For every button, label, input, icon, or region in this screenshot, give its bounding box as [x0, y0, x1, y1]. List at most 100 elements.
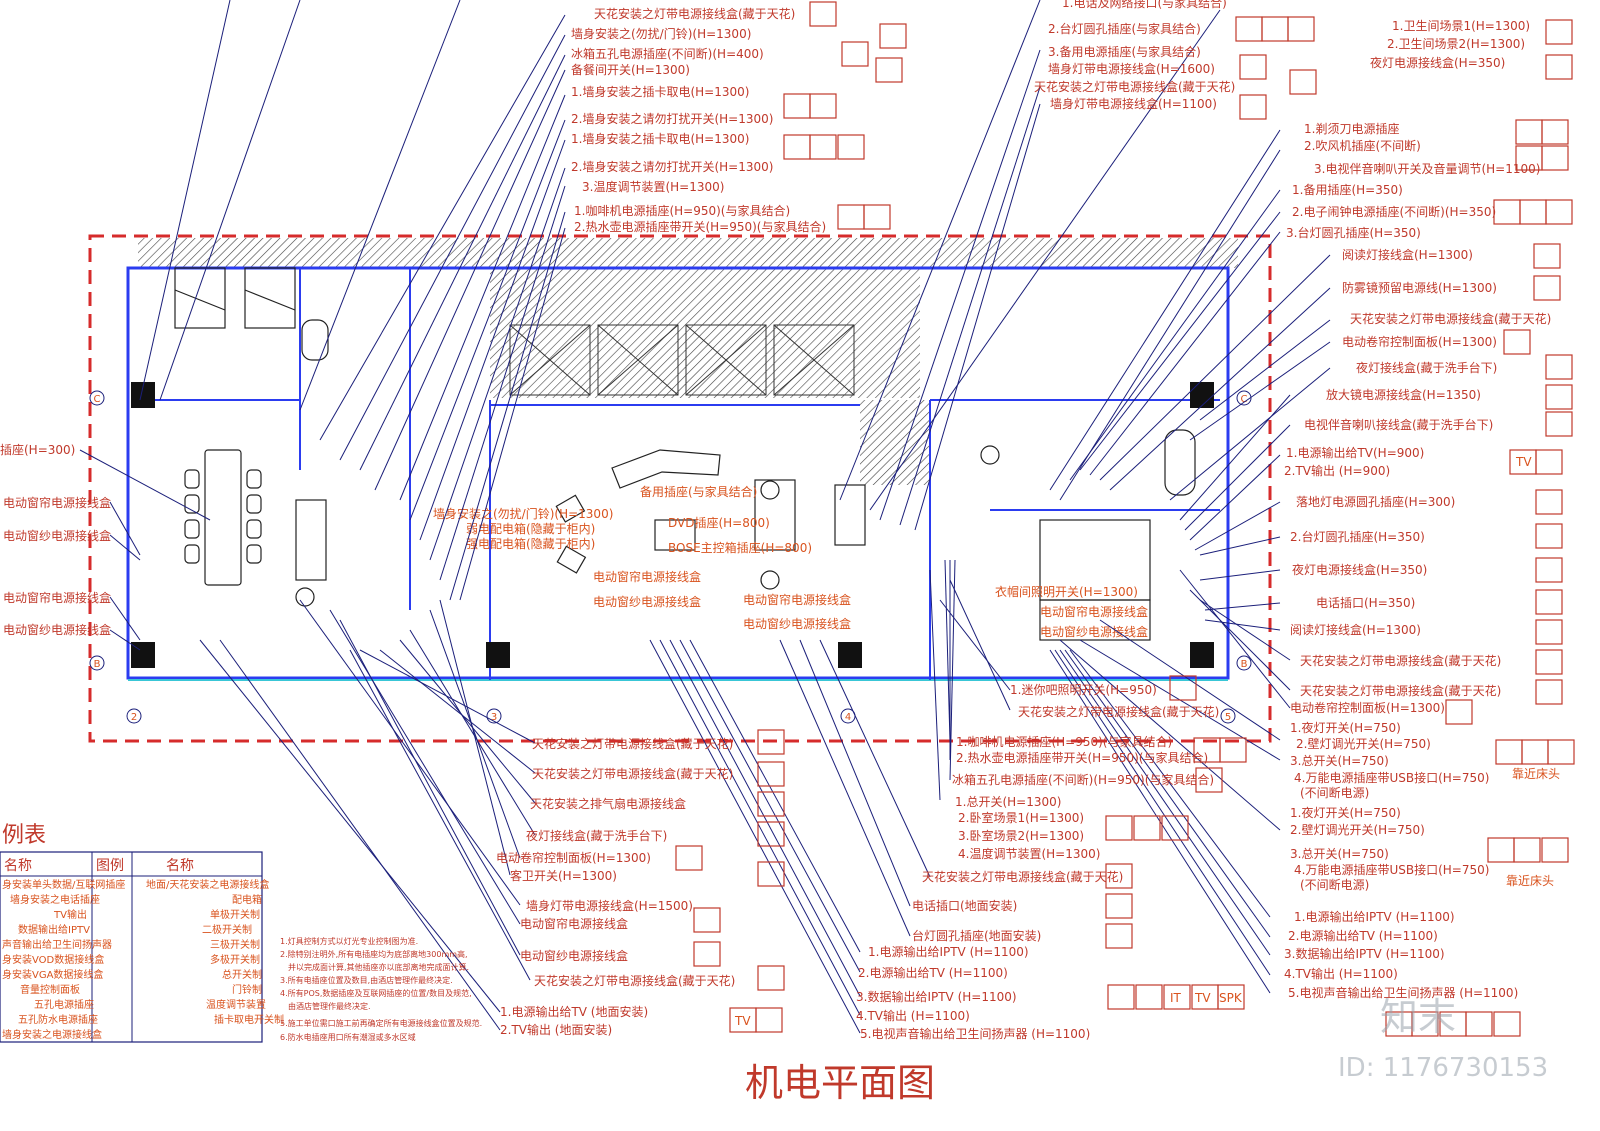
svg-text:夜灯电源接线盒(H=350): 夜灯电源接线盒(H=350) [1370, 55, 1505, 70]
plan-label: 备用插座(与家具结合) [640, 484, 757, 499]
svg-text:由酒店管理作最终决定.: 由酒店管理作最终决定. [288, 1001, 371, 1011]
label: 2.墙身安装之请勿打扰开关(H=1300) [571, 159, 773, 174]
svg-text:五孔电源插座: 五孔电源插座 [34, 998, 94, 1011]
svg-text:数据输出给IPTV: 数据输出给IPTV [18, 923, 90, 936]
svg-text:3.总开关(H=750): 3.总开关(H=750) [1290, 847, 1389, 861]
svg-text:电动卷帘控制面板(H=1300): 电动卷帘控制面板(H=1300) [496, 850, 651, 865]
svg-text:台灯圆孔插座(地面安装): 台灯圆孔插座(地面安装) [912, 928, 1041, 943]
svg-text:并以完成面计算,其他插座亦以底部离地完成面计算.: 并以完成面计算,其他插座亦以底部离地完成面计算. [288, 962, 469, 972]
svg-text:墙身安装之电话插座: 墙身安装之电话插座 [10, 893, 100, 906]
svg-text:名称: 名称 [4, 858, 32, 874]
legend-notes: 1.灯具控制方式以灯光专业控制图为准. 2.除特别注明外,所有电插座均为底部离地… [280, 936, 482, 1042]
svg-text:2.壁灯调光开关(H=750): 2.壁灯调光开关(H=750) [1296, 736, 1431, 751]
svg-text:天花安装之灯带电源接线盒(藏于天花): 天花安装之灯带电源接线盒(藏于天花) [1018, 704, 1219, 719]
svg-text:防雾镜预留电源线(H=1300): 防雾镜预留电源线(H=1300) [1342, 280, 1497, 295]
svg-text:靠近床头: 靠近床头 [1512, 767, 1560, 781]
svg-text:5: 5 [1225, 712, 1231, 723]
svg-text:电动窗帘电源接线盒: 电动窗帘电源接线盒 [3, 590, 111, 605]
shafts [509, 324, 855, 396]
svg-text:4.所有POS,数据插座及互联网插座的位置/数目及规范,: 4.所有POS,数据插座及互联网插座的位置/数目及规范, [280, 988, 472, 998]
svg-text:插座(H=300): 插座(H=300) [0, 442, 75, 457]
grid-markers [89, 390, 1252, 724]
svg-text:2.TV输出 (H=900): 2.TV输出 (H=900) [1284, 463, 1390, 478]
svg-text:身安装VOD数据接线盒: 身安装VOD数据接线盒 [2, 953, 104, 966]
label: 备餐间开关(H=1300) [571, 62, 690, 77]
svg-text:4: 4 [845, 712, 851, 723]
svg-text:夜灯接线盒(藏于洗手台下): 夜灯接线盒(藏于洗手台下) [1356, 360, 1497, 375]
plan-label: 电动窗帘电源接线盒 [1040, 604, 1148, 619]
svg-text:3.所有电插座位置及数目,由酒店管理作最终决定.: 3.所有电插座位置及数目,由酒店管理作最终决定. [280, 975, 453, 985]
plan-label: 强电配电箱(隐藏于柜内) [466, 536, 595, 551]
label: 1.墙身安装之插卡取电(H=1300) [571, 84, 749, 99]
legend: 例表 名称 图例 名称 身安装单头数据/互联网插座 墙身安装之电话插座 TV输出… [0, 823, 482, 1043]
svg-text:3.数据输出给IPTV (H=1100): 3.数据输出给IPTV (H=1100) [1284, 946, 1445, 961]
svg-text:2.电源输出给TV (H=1100): 2.电源输出给TV (H=1100) [858, 965, 1008, 980]
svg-text:3.数据输出给IPTV (H=1100): 3.数据输出给IPTV (H=1100) [856, 989, 1017, 1004]
svg-text:夜灯电源接线盒(H=350): 夜灯电源接线盒(H=350) [1292, 562, 1427, 577]
svg-text:放大镜电源接线盒(H=1350): 放大镜电源接线盒(H=1350) [1326, 387, 1481, 402]
label: 墙身安装之(勿扰/门铃)(H=1300) [571, 26, 751, 41]
svg-text:声音输出给卫生间扬声器: 声音输出给卫生间扬声器 [2, 938, 112, 951]
svg-text:天花安装之灯带电源接线盒(藏于天花): 天花安装之灯带电源接线盒(藏于天花) [532, 736, 733, 751]
svg-text:温度调节装置: 温度调节装置 [206, 998, 266, 1011]
svg-text:4.万能电源插座带USB接口(H=750): 4.万能电源插座带USB接口(H=750) [1294, 770, 1489, 785]
svg-text:4.万能电源插座带USB接口(H=750): 4.万能电源插座带USB接口(H=750) [1294, 862, 1489, 877]
label: 墙身灯带电源接线盒(H=1100) [1050, 96, 1217, 111]
corridor-hatch [138, 238, 1238, 268]
svg-text:TV: TV [734, 1014, 751, 1028]
plan-label: 墙身安装之(勿扰/门铃)(H=1300) [433, 506, 613, 521]
svg-text:电动窗帘电源接线盒: 电动窗帘电源接线盒 [520, 916, 628, 931]
bottom-center-labels: 天花安装之灯带电源接线盒(藏于天花) 天花安装之灯带电源接线盒(藏于天花) 天花… [496, 729, 785, 1037]
svg-text:阅读灯接线盒(H=1300): 阅读灯接线盒(H=1300) [1342, 247, 1473, 262]
svg-text:插卡取电开关制: 插卡取电开关制 [214, 1013, 284, 1026]
drawing-title: 机电平面图 [745, 1061, 935, 1105]
svg-text:3.卧室场景2(H=1300): 3.卧室场景2(H=1300) [958, 828, 1084, 843]
svg-text:身安装单头数据/互联网插座: 身安装单头数据/互联网插座 [2, 878, 125, 891]
plan-label: 弱电配电箱(隐藏于柜内) [466, 521, 595, 536]
svg-text:总开关制: 总开关制 [222, 968, 262, 981]
svg-text:2.电子闹钟电源插座(不间断)(H=350): 2.电子闹钟电源插座(不间断)(H=350) [1292, 204, 1496, 219]
plan-label: 电动窗帘电源接线盒 [743, 592, 851, 607]
top-labels: 天花安装之灯带电源接线盒(藏于天花) 墙身安装之(勿扰/门铃)(H=1300) … [571, 1, 907, 234]
label: 1.电话及网络接口(与家具结合) [1062, 0, 1227, 10]
svg-text:3.电视伴音喇叭开关及音量调节(H=1100): 3.电视伴音喇叭开关及音量调节(H=1100) [1314, 161, 1540, 176]
svg-text:IT: IT [1170, 991, 1182, 1005]
svg-text:1.备用插座(H=350): 1.备用插座(H=350) [1292, 182, 1403, 197]
svg-text:电话插口(H=350): 电话插口(H=350) [1316, 596, 1415, 610]
legend-title: 例表 [2, 823, 46, 848]
svg-text:天花安装之灯带电源接线盒(藏于天花): 天花安装之灯带电源接线盒(藏于天花) [1300, 653, 1501, 668]
svg-text:靠近床头: 靠近床头 [1506, 874, 1554, 888]
svg-text:1.电源输出给IPTV (H=1100): 1.电源输出给IPTV (H=1100) [1294, 909, 1455, 924]
svg-text:电动卷帘控制面板(H=1300): 电动卷帘控制面板(H=1300) [1290, 700, 1445, 715]
svg-text:TV输出: TV输出 [53, 908, 87, 921]
svg-text:电动窗帘电源接线盒: 电动窗帘电源接线盒 [3, 495, 111, 510]
svg-text:5.电视声音输出给卫生间扬声器 (H=1100): 5.电视声音输出给卫生间扬声器 (H=1100) [860, 1026, 1090, 1041]
svg-text:3.台灯圆孔插座(H=350): 3.台灯圆孔插座(H=350) [1286, 225, 1421, 240]
svg-text:2.除特别注明外,所有电插座均为底部离地300mm高,: 2.除特别注明外,所有电插座均为底部离地300mm高, [280, 949, 468, 959]
svg-text:1.夜灯开关(H=750): 1.夜灯开关(H=750) [1290, 720, 1401, 735]
svg-text:图例: 图例 [96, 858, 124, 874]
twin-beds [174, 267, 329, 361]
svg-text:冰箱五孔电源插座(不间断)(H=950)(与家具结合): 冰箱五孔电源插座(不间断)(H=950)(与家具结合) [952, 772, 1214, 787]
label: 墙身灯带电源接线盒(H=1600) [1048, 61, 1215, 76]
svg-text:1.咖啡机电源插座(H=950)(与家具结合): 1.咖啡机电源插座(H=950)(与家具结合) [956, 734, 1172, 749]
svg-text:1.灯具控制方式以灯光专业控制图为准.: 1.灯具控制方式以灯光专业控制图为准. [280, 936, 418, 946]
svg-text:3.总开关(H=750): 3.总开关(H=750) [1290, 754, 1389, 768]
svg-text:(不间断电源): (不间断电源) [1300, 877, 1369, 892]
svg-text:1.迷你吧照明开关(H=950): 1.迷你吧照明开关(H=950) [1010, 683, 1157, 697]
label: 2.墙身安装之请勿打扰开关(H=1300) [571, 111, 773, 126]
label: 3.温度调节装置(H=1300) [582, 179, 724, 194]
svg-text:1.夜灯开关(H=750): 1.夜灯开关(H=750) [1290, 805, 1401, 820]
svg-text:2.卫生间场景2(H=1300): 2.卫生间场景2(H=1300) [1387, 37, 1525, 51]
svg-text:2.卧室场景1(H=1300): 2.卧室场景1(H=1300) [958, 810, 1084, 825]
plan-label: BOSE主控箱插座(H=800) [668, 540, 812, 555]
living-sofa [555, 449, 866, 590]
watermark-logo: 知末 [1380, 995, 1456, 1039]
svg-text:名称: 名称 [166, 858, 194, 874]
svg-text:SPK: SPK [1219, 991, 1243, 1005]
svg-text:电视伴音喇叭接线盒(藏于洗手台下): 电视伴音喇叭接线盒(藏于洗手台下) [1304, 417, 1493, 432]
svg-text:2.TV输出 (地面安装): 2.TV输出 (地面安装) [500, 1022, 612, 1037]
svg-text:天花安装之排气扇电源接线盒: 天花安装之排气扇电源接线盒 [530, 796, 686, 811]
svg-text:音量控制面板: 音量控制面板 [20, 983, 80, 996]
